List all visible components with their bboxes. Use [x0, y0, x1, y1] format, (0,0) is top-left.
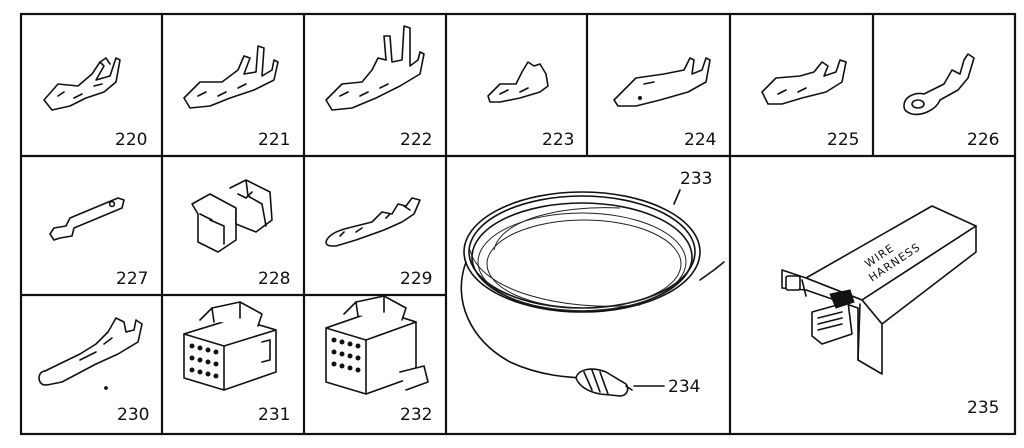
part-223-terminal: 223	[487, 61, 574, 150]
part-235-harness-box: WIRE HARNESS 235	[781, 205, 999, 418]
part-231-pin-holes	[189, 343, 219, 379]
part-234-wire-nut: 234	[575, 368, 700, 397]
part-224-terminal: 224	[613, 57, 716, 150]
part-224-number: 224	[684, 130, 716, 150]
part-225-terminal: 225	[761, 59, 859, 150]
part-233-wire-coil: 233	[460, 169, 725, 379]
part-220-terminal: 220	[43, 57, 147, 150]
part-228-bracket: 228	[191, 179, 290, 289]
part-229-number: 229	[400, 269, 432, 289]
part-227-number: 227	[116, 269, 148, 289]
part-223-number: 223	[542, 130, 574, 150]
part-226-number: 226	[967, 130, 999, 150]
part-222-terminal: 222	[325, 25, 432, 150]
part-227-flat-tab: 227	[49, 197, 148, 289]
grid-frame	[19, 12, 1017, 436]
part-235-number: 235	[967, 398, 999, 418]
part-230-number: 230	[117, 405, 149, 425]
part-232-pin-holes	[331, 337, 361, 373]
part-220-number: 220	[115, 130, 147, 150]
part-222-number: 222	[400, 130, 432, 150]
part-232-connector-housing: 232	[325, 295, 432, 425]
part-232-number: 232	[400, 405, 432, 425]
part-229-pin-terminal: 229	[325, 197, 432, 289]
part-228-number: 228	[258, 269, 290, 289]
part-233-number: 233	[680, 169, 712, 189]
part-225-number: 225	[827, 130, 859, 150]
part-221-number: 221	[258, 130, 290, 150]
part-231-number: 231	[258, 405, 290, 425]
part-234-number: 234	[668, 377, 700, 397]
part-230-socket-terminal: 230	[38, 317, 149, 425]
part-221-terminal: 221	[183, 45, 290, 150]
part-231-connector-housing: 231	[183, 301, 290, 425]
part-226-ring-terminal: 226	[903, 53, 999, 150]
